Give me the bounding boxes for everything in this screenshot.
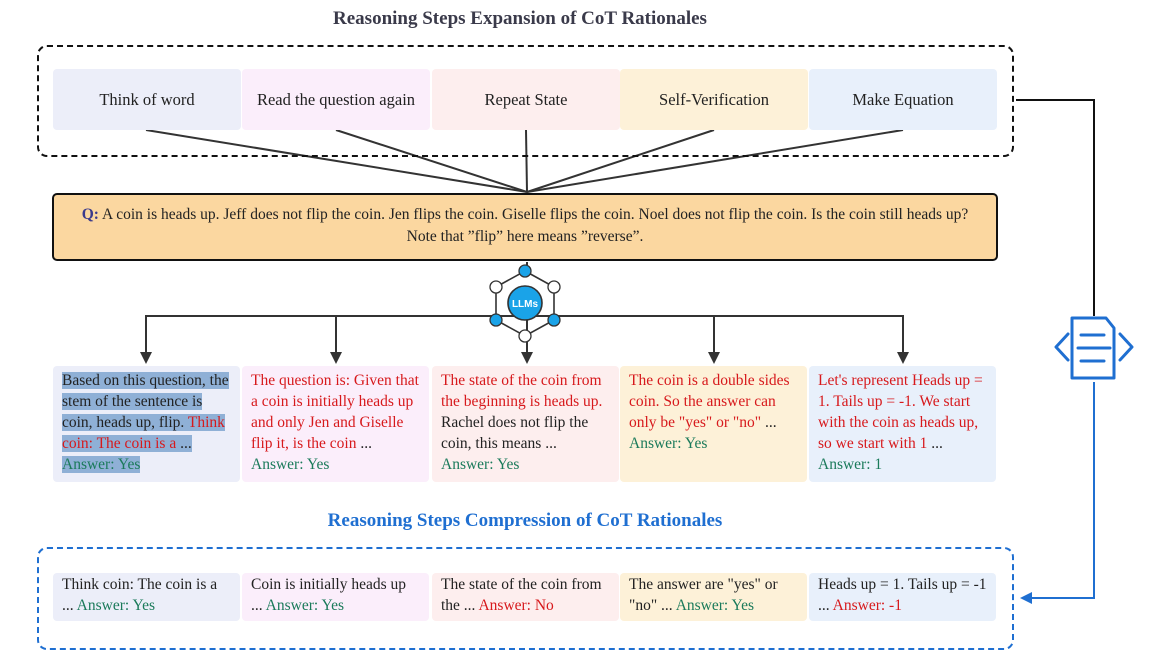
expansion-frame — [37, 45, 1014, 157]
rationale-self-verification: The coin is a double sides coin. So the … — [620, 366, 807, 482]
compression-frame — [37, 547, 1014, 650]
rationale-red-text: The question is: Given that a coin is in… — [251, 372, 419, 452]
rationale-dots: ... — [927, 435, 943, 452]
compressed-answer: Answer: Yes — [675, 597, 755, 614]
method-make-equation: Make Equation — [809, 69, 997, 130]
question-box: Q: A coin is heads up. Jeff does not fli… — [52, 193, 998, 261]
rationale-red-text: The state of the coin from the beginning… — [441, 372, 603, 410]
rationale-red-text: Let's represent Heads up = 1. Tails up =… — [818, 372, 983, 452]
compressed-text: The state of the coin from the ... — [441, 576, 602, 614]
rationale-dots: ... — [356, 435, 372, 452]
rationale-highlight-text: Based on this question, the stem of the … — [62, 372, 229, 431]
fan-lines — [145, 129, 904, 193]
compressed-answer: Answer: -1 — [832, 597, 902, 614]
method-read-question-again: Read the question again — [242, 69, 430, 130]
rationale-answer: Answer: 1 — [818, 456, 883, 473]
compression-title: Reasoning Steps Compression of CoT Ratio… — [327, 510, 723, 531]
feedback-line-bottom — [1030, 382, 1095, 599]
rationale-answer: Answer: Yes — [441, 456, 520, 473]
question-label: Q: — [81, 206, 99, 223]
compressed-read-question-again: Coin is initially heads up ... Answer: Y… — [242, 573, 429, 621]
question-text: A coin is heads up. Jeff does not flip t… — [101, 206, 969, 245]
rationale-plain-text: Rachel does not flip the coin, this mean… — [441, 414, 589, 452]
rationale-dots: ... — [761, 414, 777, 431]
llm-label: LLMs — [512, 299, 539, 310]
rationale-make-equation: Let's represent Heads up = 1. Tails up =… — [809, 366, 996, 482]
rationale-repeat-state: The state of the coin from the beginning… — [432, 366, 619, 482]
llm-network-icon — [489, 264, 561, 343]
compressed-text: Think coin: The coin is a ... — [62, 576, 218, 614]
method-think-of-word: Think of word — [53, 69, 241, 130]
rationale-answer: Answer: Yes — [62, 456, 141, 473]
arrow-heads — [140, 352, 909, 364]
compressed-answer: Answer: No — [478, 597, 554, 614]
method-self-verification: Self-Verification — [620, 69, 808, 130]
compressed-text: Coin is initially heads up ... — [251, 576, 406, 614]
compressed-answer: Answer: Yes — [265, 597, 345, 614]
feedback-arrow-head — [1020, 592, 1032, 604]
compress-code-icon — [1054, 316, 1134, 380]
rationale-red-text: The coin is a double sides coin. So the … — [629, 372, 790, 431]
rationale-read-question-again: The question is: Given that a coin is in… — [242, 366, 429, 482]
compressed-make-equation: Heads up = 1. Tails up = -1 ... Answer: … — [809, 573, 996, 621]
rationale-answer: Answer: Yes — [251, 456, 330, 473]
compressed-repeat-state: The state of the coin from the ... Answe… — [432, 573, 619, 621]
expansion-title: Reasoning Steps Expansion of CoT Rationa… — [333, 8, 707, 29]
compressed-self-verification: The answer are "yes" or "no" ... Answer:… — [620, 573, 807, 621]
rationale-dots: ... — [541, 435, 557, 452]
compressed-think-of-word: Think coin: The coin is a ... Answer: Ye… — [53, 573, 240, 621]
compressed-text: The answer are "yes" or "no" ... — [629, 576, 778, 614]
rationale-dots: ... — [176, 435, 192, 452]
method-repeat-state: Repeat State — [432, 69, 620, 130]
rationale-answer: Answer: Yes — [629, 435, 708, 452]
compressed-text: Heads up = 1. Tails up = -1 ... — [818, 576, 987, 614]
compressed-answer: Answer: Yes — [76, 597, 156, 614]
feedback-line-top — [1016, 99, 1095, 316]
rationale-red-text: Think coin: The coin is a — [62, 414, 225, 452]
rationale-think-of-word: Based on this question, the stem of the … — [53, 366, 240, 482]
